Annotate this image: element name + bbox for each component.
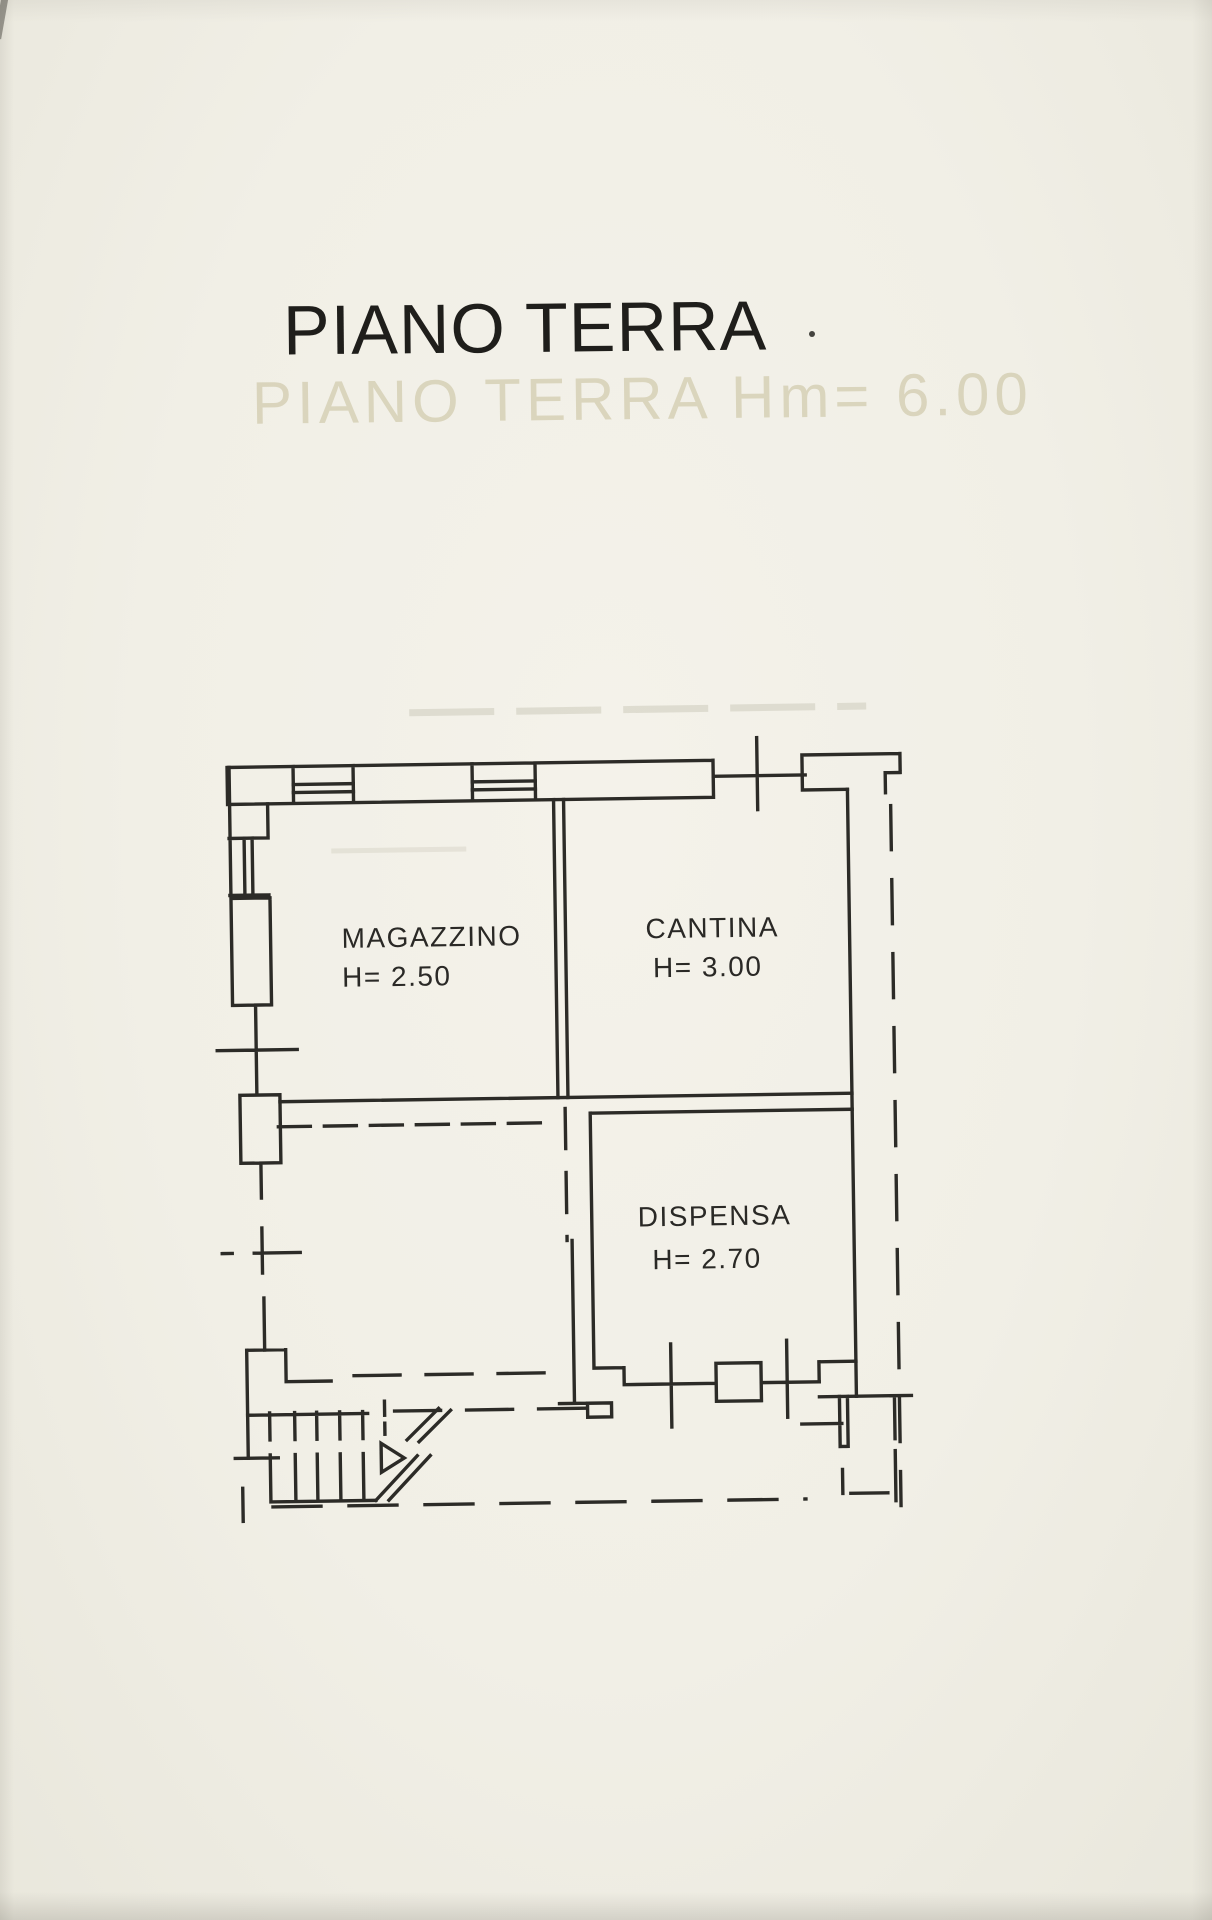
right-wall-dashed <box>888 803 903 1508</box>
partition-wall-magazzino-cantina <box>551 797 570 1100</box>
stair-direction-arrow <box>379 1399 408 1476</box>
faint-smudges <box>331 702 867 854</box>
middle-wall-dashed <box>276 1121 551 1129</box>
left-wall <box>215 765 302 1352</box>
left-wall-pillars <box>220 1093 302 1352</box>
stairs <box>233 1347 592 1524</box>
stair-run-diagonals <box>373 1406 453 1503</box>
stair-treads-upper <box>245 1409 370 1442</box>
top-wall <box>225 758 716 807</box>
window-glazing-lines <box>291 779 538 795</box>
ink-speck <box>809 331 815 337</box>
top-right-wall-block <box>800 751 902 795</box>
bottom-right-details <box>800 1359 914 1503</box>
bottom-right-hook <box>840 1448 898 1503</box>
middle-wall-dashed-vertical <box>563 1106 569 1243</box>
bottom-dashed-line <box>271 1497 808 1509</box>
stair-treads-lower <box>233 1451 378 1524</box>
top-opening <box>711 735 807 812</box>
dispensa-walls <box>557 1107 854 1429</box>
middle-wall <box>276 1091 854 1243</box>
